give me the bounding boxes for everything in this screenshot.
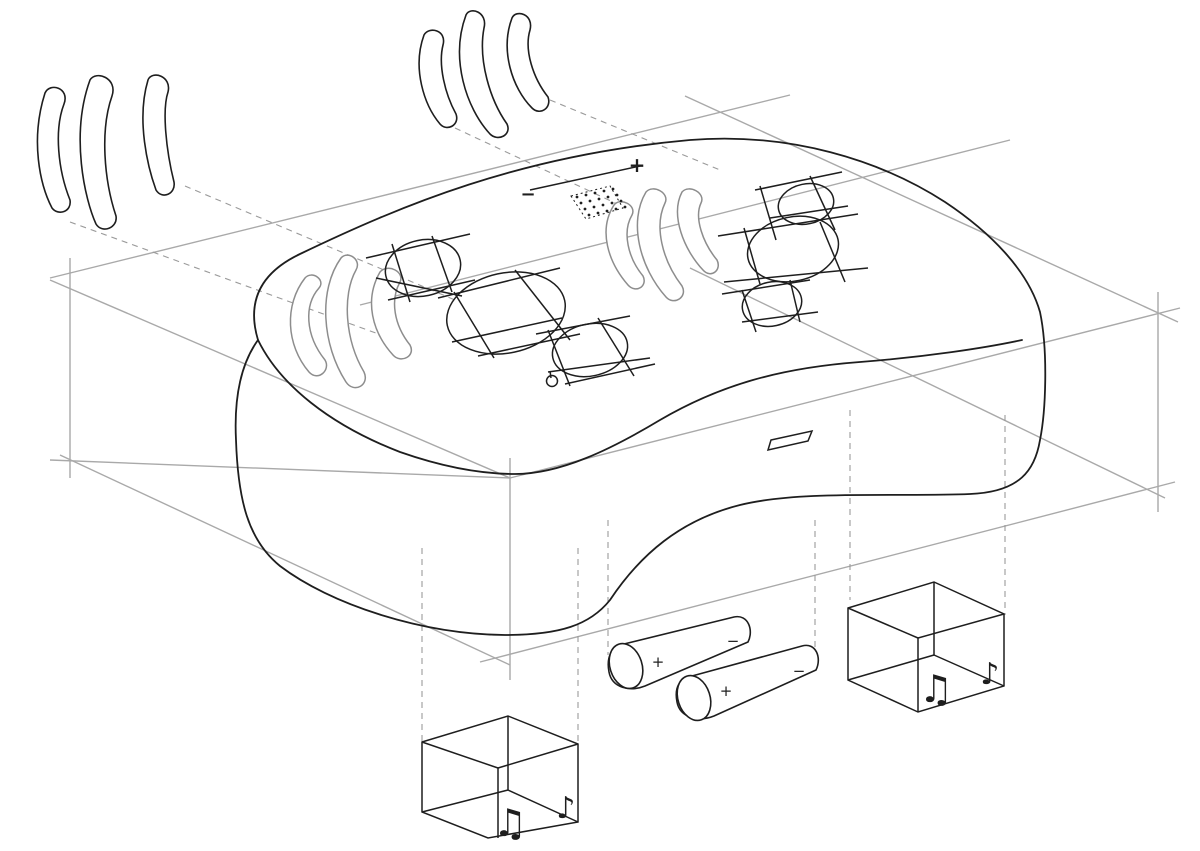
grille-dot	[592, 205, 596, 209]
usb-port-icon	[766, 429, 814, 452]
grille-dot	[601, 203, 605, 207]
grille-dot	[606, 195, 610, 199]
button-cluster-left	[365, 233, 656, 387]
grille-dot	[593, 191, 597, 195]
grille-dot	[587, 213, 591, 217]
grille-dot	[605, 209, 609, 213]
grille-dot	[611, 187, 615, 191]
volume-minus-symbol: −	[520, 184, 535, 205]
grille-dot	[588, 199, 592, 203]
battery-negative-symbol: −	[793, 662, 806, 680]
grille-dot	[623, 205, 627, 209]
sound-wave-icon	[605, 188, 719, 302]
sound-wave-icon	[418, 10, 550, 139]
battery-icon: + −	[607, 615, 752, 690]
music-note-icon: ♫	[493, 801, 527, 845]
volume-control: − +	[520, 153, 645, 205]
music-box-right: ♫ ♪	[847, 581, 1005, 713]
grille-dot	[602, 189, 606, 193]
grille-dot	[615, 193, 619, 197]
grille-dot	[614, 207, 618, 211]
battery-positive-symbol: +	[652, 653, 665, 671]
battery-negative-symbol: −	[727, 632, 740, 650]
grille-dot	[597, 197, 601, 201]
construction-guides	[49, 94, 1181, 680]
grille-dot	[610, 201, 614, 205]
grille-dot	[619, 199, 623, 203]
power-icon	[545, 370, 559, 388]
grille-dot	[596, 211, 600, 215]
music-note-icon: ♪	[980, 657, 999, 692]
battery-icon: + −	[675, 644, 820, 722]
grille-dot	[584, 193, 588, 197]
speaker-body	[234, 137, 1047, 636]
music-note-icon: ♫	[919, 667, 953, 711]
grille-dot	[583, 207, 587, 211]
speaker-grille-icon	[570, 185, 627, 220]
sound-wave-icon	[289, 254, 413, 389]
grille-dot	[579, 201, 583, 205]
music-note-icon: ♪	[556, 791, 575, 826]
button-cluster-right	[717, 171, 869, 333]
music-box-bottom: ♫ ♪	[421, 715, 579, 845]
volume-plus-symbol: +	[629, 153, 646, 177]
battery-positive-symbol: +	[720, 682, 733, 700]
sound-wave-icon	[36, 74, 175, 230]
grille-dot	[575, 195, 579, 199]
